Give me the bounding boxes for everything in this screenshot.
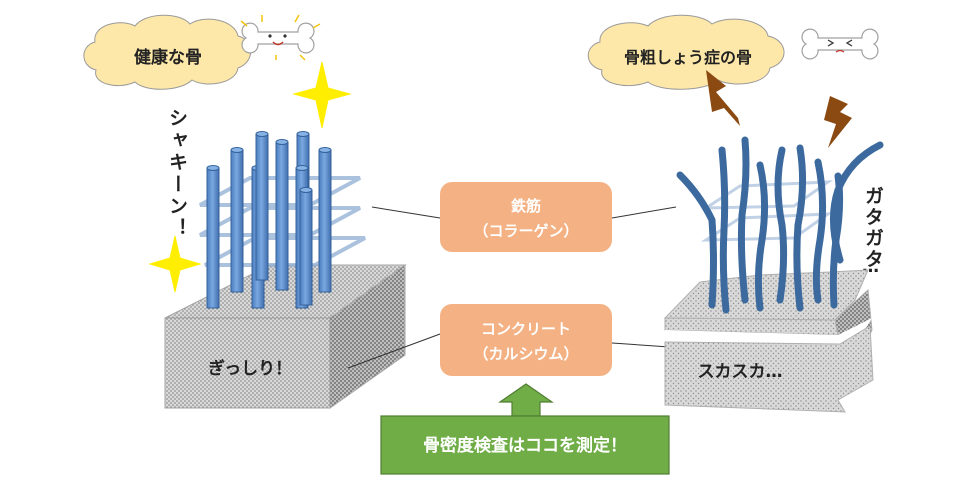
healthy-shine-text: シャキーン！ xyxy=(166,108,188,240)
measure-callout: 骨密度検査はココを測定！ xyxy=(380,383,670,475)
rebar-label-line1: 鉄筋 xyxy=(511,197,541,215)
healthy-rod-cap xyxy=(296,131,310,137)
healthy-rod-cap xyxy=(255,131,269,137)
osteo-wobble-text: ガタガタ xyxy=(862,186,884,270)
healthy-rod xyxy=(299,189,313,306)
healthy-dense-text: ぎっしり！ xyxy=(208,358,292,379)
up-arrow-icon xyxy=(498,383,554,417)
concrete-label-line2: （カルシウム） xyxy=(473,345,578,363)
healthy-rod-cap xyxy=(295,165,309,171)
measure-callout-text: 骨密度検査はココを測定！ xyxy=(423,435,627,456)
happy-bone-icon xyxy=(240,14,321,61)
healthy-rod xyxy=(230,149,244,293)
healthy-rod-cap xyxy=(230,147,244,153)
healthy-rod xyxy=(206,167,220,309)
healthy-title: 健康な骨 xyxy=(134,47,202,68)
healthy-concrete-block: ぎっしり！ xyxy=(164,264,407,409)
rebar-label-line2: （コラーゲン） xyxy=(473,222,578,240)
healthy-title-cloud: 健康な骨 xyxy=(83,14,252,90)
healthy-rod-cap xyxy=(206,165,220,171)
healthy-rod-cap xyxy=(318,147,332,153)
osteo-sparse-text: スカスカ… xyxy=(698,362,783,382)
sparkle-icon xyxy=(148,235,202,293)
healthy-rod xyxy=(318,149,332,293)
healthy-bone: 健康な骨 シャキーン！ ぎっしり！ xyxy=(83,14,407,409)
concrete-label-line1: コンクリート xyxy=(481,320,571,338)
osteo-concrete-block: スカスカ… xyxy=(663,269,874,413)
osteo-title-cloud: 骨粗しょう症の骨 xyxy=(587,14,785,90)
concrete-label: コンクリート （カルシウム） xyxy=(347,304,685,376)
lightning-icon xyxy=(824,96,852,148)
healthy-rebar-rods xyxy=(206,131,332,309)
osteo-title: 骨粗しょう症の骨 xyxy=(624,48,752,67)
rebar-label: 鉄筋 （コラーゲン） xyxy=(371,182,677,252)
healthy-rod xyxy=(255,133,269,281)
sparkle-icon xyxy=(292,61,352,129)
osteo-rebar-rods xyxy=(676,136,884,314)
healthy-rod-cap xyxy=(299,187,313,193)
sad-bone-icon xyxy=(801,28,879,60)
healthy-rod-cap xyxy=(275,139,289,145)
lightning-icon xyxy=(706,70,740,126)
healthy-rod xyxy=(275,141,289,291)
osteo-bone: 骨粗しょう症の骨 ガタガタ … スカスカ… xyxy=(587,14,884,413)
